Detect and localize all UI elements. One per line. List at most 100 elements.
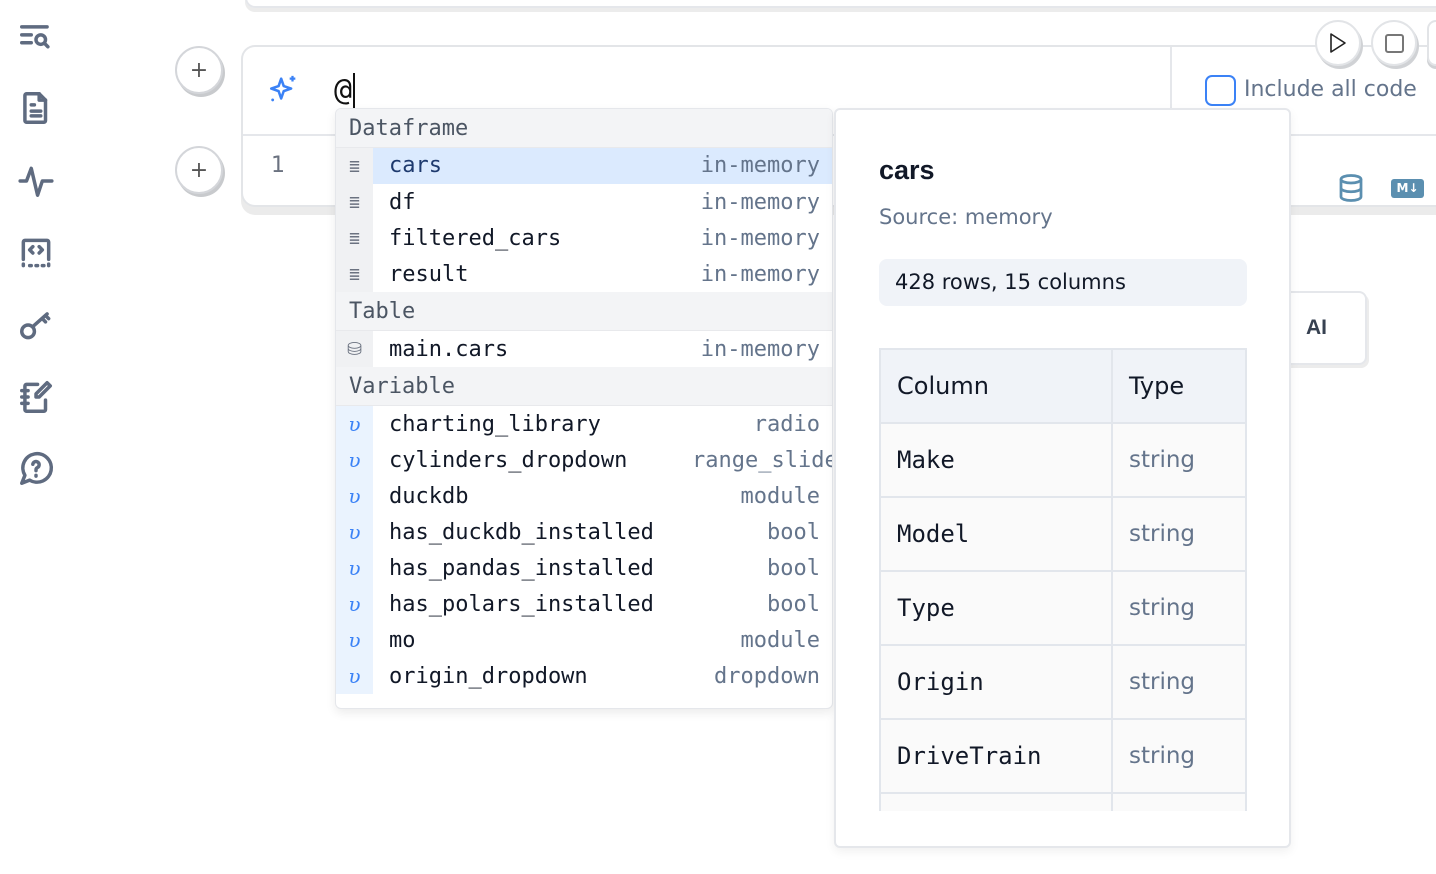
divider: [1170, 47, 1172, 134]
file-text-icon[interactable]: [16, 88, 56, 128]
table-icon: ≣: [336, 256, 373, 292]
autocomplete-item[interactable]: ≣ result in-memory: [336, 256, 832, 292]
table-icon: ≣: [336, 184, 373, 220]
item-type: dropdown: [714, 663, 820, 689]
include-all-code-checkbox[interactable]: [1205, 75, 1236, 106]
item-type: bool: [767, 519, 820, 545]
column-type: string: [1111, 718, 1247, 794]
key-icon[interactable]: [16, 305, 56, 345]
stop-button[interactable]: [1371, 20, 1417, 66]
search-list-icon[interactable]: [16, 18, 56, 58]
info-source: Source: memory: [879, 205, 1053, 229]
column-name: [879, 792, 1113, 811]
more-button[interactable]: [1427, 20, 1436, 66]
item-type: module: [740, 483, 820, 509]
item-name: has_pandas_installed: [389, 555, 654, 581]
notebook-pen-icon[interactable]: [16, 377, 56, 417]
item-name: main.cars: [389, 336, 509, 362]
item-type: in-memory: [700, 148, 832, 184]
info-summary: 428 rows, 15 columns: [879, 259, 1247, 306]
item-name: cars: [373, 148, 701, 184]
autocomplete-item[interactable]: υ origin_dropdown dropdown: [336, 658, 832, 694]
item-name: has_duckdb_installed: [389, 519, 654, 545]
column-name: Make: [879, 422, 1113, 498]
include-all-code-label[interactable]: Include all code: [1244, 77, 1417, 102]
item-name: duckdb: [389, 483, 469, 509]
table-icon: ≣: [336, 148, 373, 184]
table-header-row: Column Type: [879, 348, 1247, 424]
item-name: origin_dropdown: [389, 663, 588, 689]
autocomplete-item[interactable]: υ has_duckdb_installed bool: [336, 514, 832, 550]
autocomplete-item[interactable]: υ has_pandas_installed bool: [336, 550, 832, 586]
column-type: string: [1111, 570, 1247, 646]
autocomplete-item[interactable]: υ charting_library radio: [336, 406, 832, 442]
help-chat-icon[interactable]: [16, 449, 56, 489]
variable-icon: υ: [336, 514, 373, 550]
column-type: string: [1111, 644, 1247, 720]
section-header-variable: Variable: [336, 367, 832, 406]
variable-icon: υ: [336, 586, 373, 622]
prompt-input[interactable]: @: [334, 73, 356, 109]
autocomplete-item[interactable]: υ cylinders_dropdown range_slider: [336, 442, 832, 478]
column-name: Model: [879, 496, 1113, 572]
line-number: 1: [271, 153, 285, 178]
column-type: [1111, 792, 1247, 811]
markdown-icon[interactable]: M↓: [1391, 179, 1424, 198]
plus-icon: +: [189, 157, 209, 183]
variable-icon: υ: [336, 442, 373, 478]
item-name: df: [389, 189, 416, 215]
item-type: radio: [753, 411, 820, 437]
item-type: bool: [767, 591, 820, 617]
item-type: in-memory: [700, 336, 820, 362]
code-snippet-icon[interactable]: [16, 233, 56, 273]
item-type: in-memory: [700, 189, 820, 215]
stop-icon: [1384, 33, 1404, 53]
item-type: module: [740, 627, 820, 653]
table-icon: ≣: [336, 220, 373, 256]
dataframe-info-panel: cars Source: memory 428 rows, 15 columns…: [834, 108, 1291, 848]
run-button[interactable]: [1315, 20, 1361, 66]
autocomplete-item[interactable]: ≣ filtered_cars in-memory: [336, 220, 832, 256]
sparkles-icon: [269, 75, 296, 102]
column-header: Column: [879, 348, 1113, 424]
activity-icon[interactable]: [16, 161, 56, 201]
item-type: range_slider: [692, 447, 832, 473]
item-type: in-memory: [700, 225, 820, 251]
database-icon[interactable]: [1336, 172, 1366, 204]
plus-icon: +: [189, 57, 209, 83]
variable-icon: υ: [336, 406, 373, 442]
item-name: filtered_cars: [389, 225, 562, 251]
variable-icon: υ: [336, 550, 373, 586]
variable-icon: υ: [336, 658, 373, 694]
item-name: cylinders_dropdown: [389, 447, 628, 473]
item-name: result: [389, 261, 469, 287]
autocomplete-item[interactable]: ≣ df in-memory: [336, 184, 832, 220]
item-type: in-memory: [700, 261, 820, 287]
add-cell-above-button[interactable]: +: [175, 46, 223, 94]
column-type: string: [1111, 496, 1247, 572]
column-name: DriveTrain: [879, 718, 1113, 794]
section-header-table: Table: [336, 292, 832, 331]
info-title: cars: [879, 155, 935, 185]
item-name: charting_library: [389, 411, 601, 437]
column-name: Origin: [879, 644, 1113, 720]
table-row: [879, 792, 1247, 811]
add-cell-below-button[interactable]: +: [175, 146, 223, 194]
type-header: Type: [1111, 348, 1247, 424]
variable-icon: υ: [336, 478, 373, 514]
section-header-dataframe: Dataframe: [336, 109, 832, 148]
variable-icon: υ: [336, 622, 373, 658]
item-type: bool: [767, 555, 820, 581]
